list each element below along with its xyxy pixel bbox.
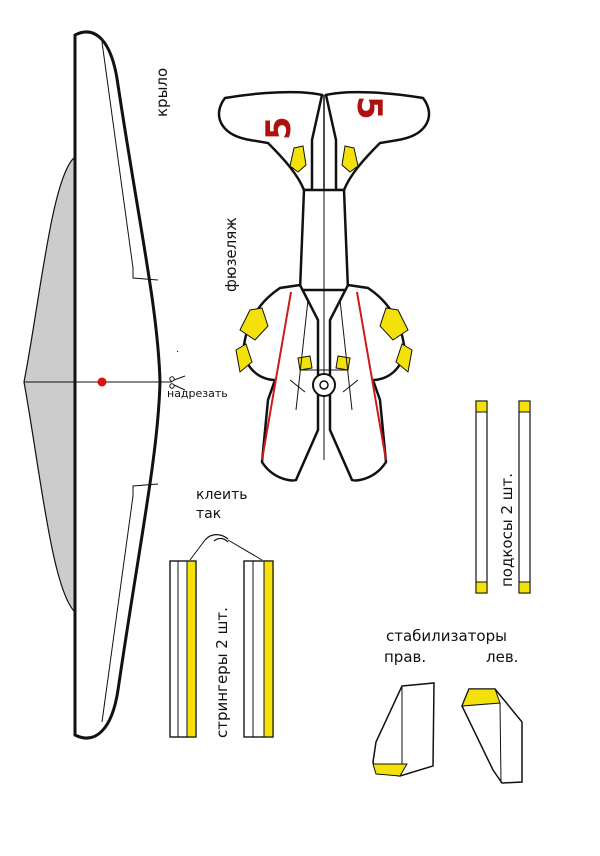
wing-center-mark [97,377,107,387]
glue-label-line1: клеить [196,487,248,503]
cabin-left-yellow-1 [239,307,269,341]
wing-aileron-bottom [101,483,159,723]
strut-2 [518,400,531,594]
tail-left-half [217,90,324,192]
strut-1 [475,400,488,594]
tail-number-right: 5 [349,96,389,120]
stabilizer-left-yellow [461,688,501,707]
glue-label-line2: так [196,506,221,522]
stabilizer-left [461,688,523,784]
cabin-right-red-line [356,291,387,461]
struts-part: подкосы 2 шт. [475,400,531,594]
fuselage-label: фюзеляж [222,217,240,292]
glue-pointer-right [227,539,263,561]
cabin-right-yellow-1 [379,307,409,341]
nose-hub [319,380,329,390]
glue-hint: клеить так [189,487,263,561]
wing-aileron-top [101,41,159,281]
wing-grey-half [23,155,76,614]
glue-icon [204,534,229,543]
cabin-left-red-line [261,291,292,461]
scissors-icon [169,375,186,391]
glue-pointer-left [189,539,206,561]
tail-number-left: 5 [259,116,299,140]
stabilizers-label: стабилизаторы [386,627,507,645]
stabilizers-part: стабилизаторы прав. лев. [372,627,523,784]
cut-dot: . [176,344,179,355]
fuselage-part: 5 5 фюзеляж [217,90,431,482]
wing-part: крыло [23,30,172,740]
stringers-label: стрингеры 2 шт. [213,607,231,738]
cabin-right-yellow-2 [395,343,413,373]
tail-right-yellow [341,145,359,173]
stringers-part: стрингеры 2 шт. [169,560,274,738]
stabilizer-right [372,682,435,777]
stringer-1-yellow [187,561,196,737]
cut-label: надрезать [167,387,228,400]
struts-label: подкосы 2 шт. [498,473,516,587]
stabilizer-right-yellow [372,763,408,777]
stabilizer-right-label: прав. [384,648,426,666]
cabin-left-yellow-2 [235,343,253,373]
wing-label: крыло [153,68,171,117]
cabin-inner-line-right [339,299,353,411]
wing-outline [73,30,162,740]
gear-line-right [342,379,359,393]
cabin-inner-line-left [295,299,309,411]
stringer-2-yellow [264,561,273,737]
tail-left-yellow [289,145,307,173]
stabilizer-left-label: лев. [486,648,518,666]
gear-line-left [289,379,306,393]
